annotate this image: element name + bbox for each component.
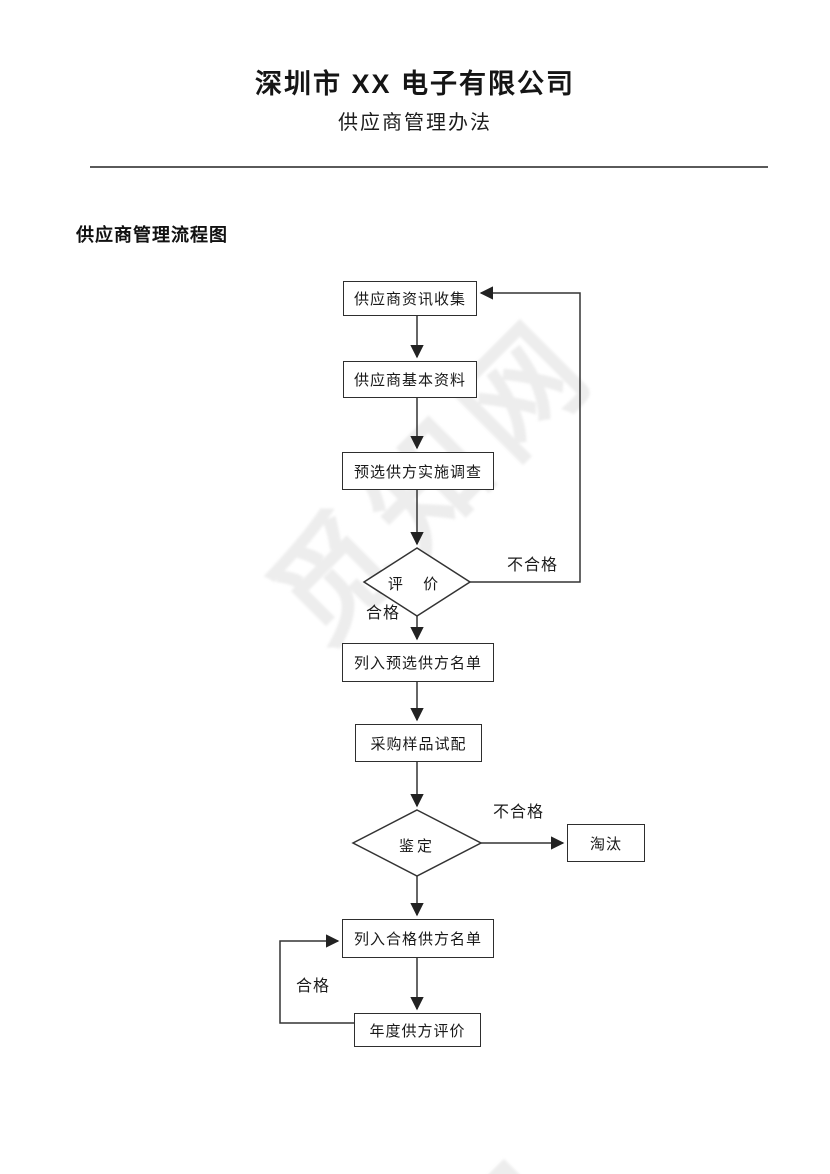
edge-label-evaluation-fail: 不合格: [507, 557, 559, 574]
node-annual-supplier-evaluation: 年度供方评价: [354, 1013, 481, 1047]
loop-evaluation-fail-to-collect: [470, 286, 581, 583]
decision-evaluation-diamond: [362, 547, 472, 617]
edge-label-evaluation-pass: 合格: [366, 605, 401, 622]
section-heading: 供应商管理流程图: [76, 225, 228, 245]
node-preselected-supplier-survey: 预选供方实施调查: [342, 452, 494, 490]
node-preselected-supplier-list: 列入预选供方名单: [342, 643, 494, 682]
node-evaluation-label: 评 价: [387, 576, 447, 593]
edge-label-annual-pass: 合格: [296, 978, 331, 995]
node-supplier-basic-data: 供应商基本资料: [343, 361, 477, 398]
edge-label-appraisal-fail: 不合格: [493, 804, 545, 821]
page-subtitle: 供应商管理办法: [338, 112, 492, 134]
title-divider: [90, 166, 768, 168]
node-appraisal-label: 鉴定: [398, 838, 435, 855]
node-supplier-info-collection: 供应商资讯收集: [343, 281, 477, 316]
loop-annual-pass-to-quallist: [279, 934, 354, 1024]
decision-appraisal-diamond: [351, 809, 483, 877]
page-title: 深圳市 XX 电子有限公司: [254, 69, 576, 99]
node-qualified-supplier-list: 列入合格供方名单: [342, 919, 494, 958]
node-purchase-sample-trial: 采购样品试配: [355, 724, 482, 762]
node-eliminate: 淘汰: [567, 824, 645, 862]
